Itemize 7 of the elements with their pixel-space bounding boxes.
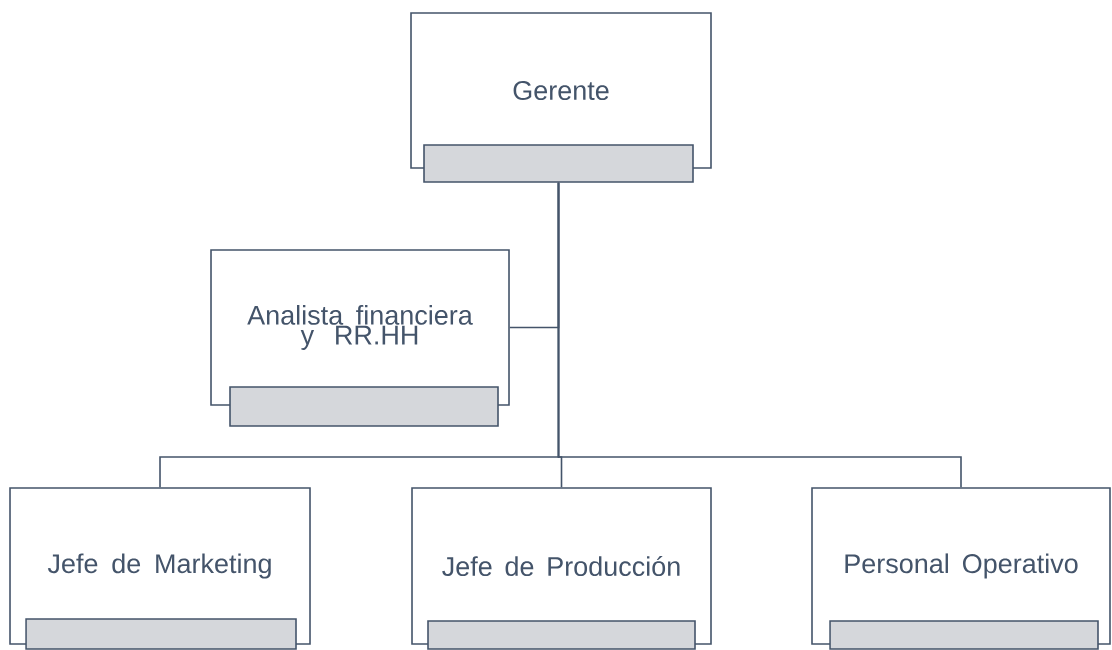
- name-bar: [229, 386, 499, 427]
- name-bar: [25, 618, 297, 650]
- name-bar: [427, 620, 696, 650]
- name-bar: [423, 144, 694, 183]
- connector-line: [557, 182, 962, 488]
- name-bar: [829, 620, 1099, 650]
- position-box: Analista financiera y RR.HH: [210, 249, 510, 406]
